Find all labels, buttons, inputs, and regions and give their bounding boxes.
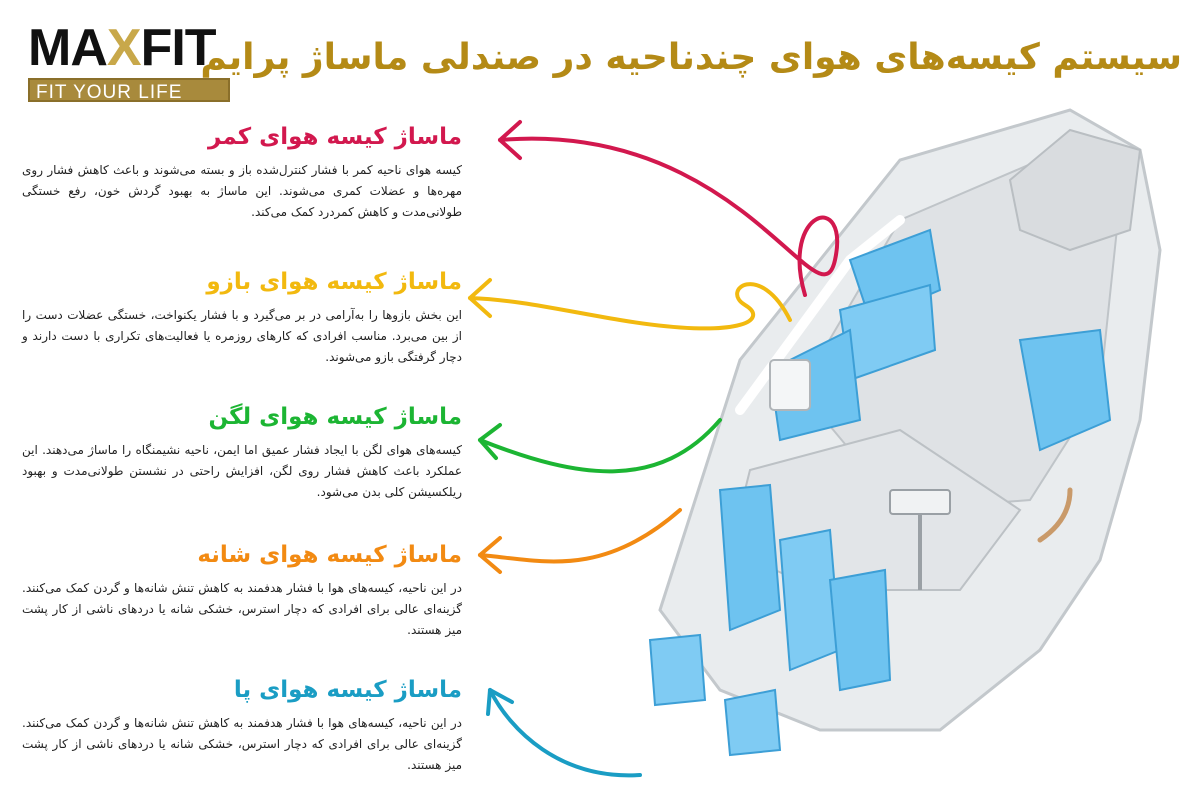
section-shoulder-title: ماساژ کیسه هوای شانه [197,542,462,568]
section-waist-text: کیسه هوای ناحیه کمر با فشار کنترل‌شده با… [22,163,462,219]
tablet [889,489,951,515]
arrow-hip-head [478,423,502,460]
airbag-leg-1 [718,483,782,632]
section-arm-title: ماساژ کیسه هوای بازو [206,269,462,295]
control-panel [769,359,811,411]
airbag-hip-right [1018,328,1112,452]
brand-right: FIT [140,19,217,77]
section-hip-title: ماساژ کیسه هوای لگن [208,404,462,430]
section-arm-text: این بخش بازوها را به‌آرامی در بر می‌گیرد… [22,308,462,364]
airbag-leg-3 [828,568,892,692]
section-waist: ماساژ کیسه هوای کمر کیسه هوای ناحیه کمر … [22,120,462,223]
section-foot-text: در این ناحیه، کیسه‌های هوا با فشار هدفمن… [22,716,462,772]
section-shoulder: ماساژ کیسه هوای شانه در این ناحیه، کیسه‌… [22,538,462,641]
section-shoulder-text: در این ناحیه، کیسه‌های هوا با فشار هدفمن… [22,581,462,637]
airbag-arm-lower [768,328,862,442]
brand-tagline: FIT YOUR LIFE [28,78,230,103]
section-foot: ماساژ کیسه هوای پا در این ناحیه، کیسه‌ها… [22,673,462,776]
brand-x: X [106,19,142,77]
section-foot-title: ماساژ کیسه هوای پا [233,677,462,703]
section-hip-text: کیسه‌های هوای لگن با ایجاد فشار عمیق اما… [22,443,462,499]
brand-left: MA [28,19,108,77]
massage-chair-illustration [648,108,1162,757]
arrow-foot-head [486,688,514,716]
arrow-arm-head [468,278,492,318]
chair-headrest [1008,128,1142,252]
section-arm: ماساژ کیسه هوای بازو این بخش بازوها را ب… [22,265,462,368]
arrow-shoulder-head [478,536,502,574]
page-headline: سیستم کیسه‌های هوای چندناحیه در صندلی ما… [200,37,1182,78]
arrow-waist-head [498,120,522,160]
section-hip: ماساژ کیسه هوای لگن کیسه‌های هوای لگن با… [22,400,462,503]
chair-gold-trim [1037,487,1073,543]
airbag-foot-left [648,633,707,707]
airbag-foot-right [723,688,782,757]
section-waist-title: ماساژ کیسه هوای کمر [208,124,462,150]
